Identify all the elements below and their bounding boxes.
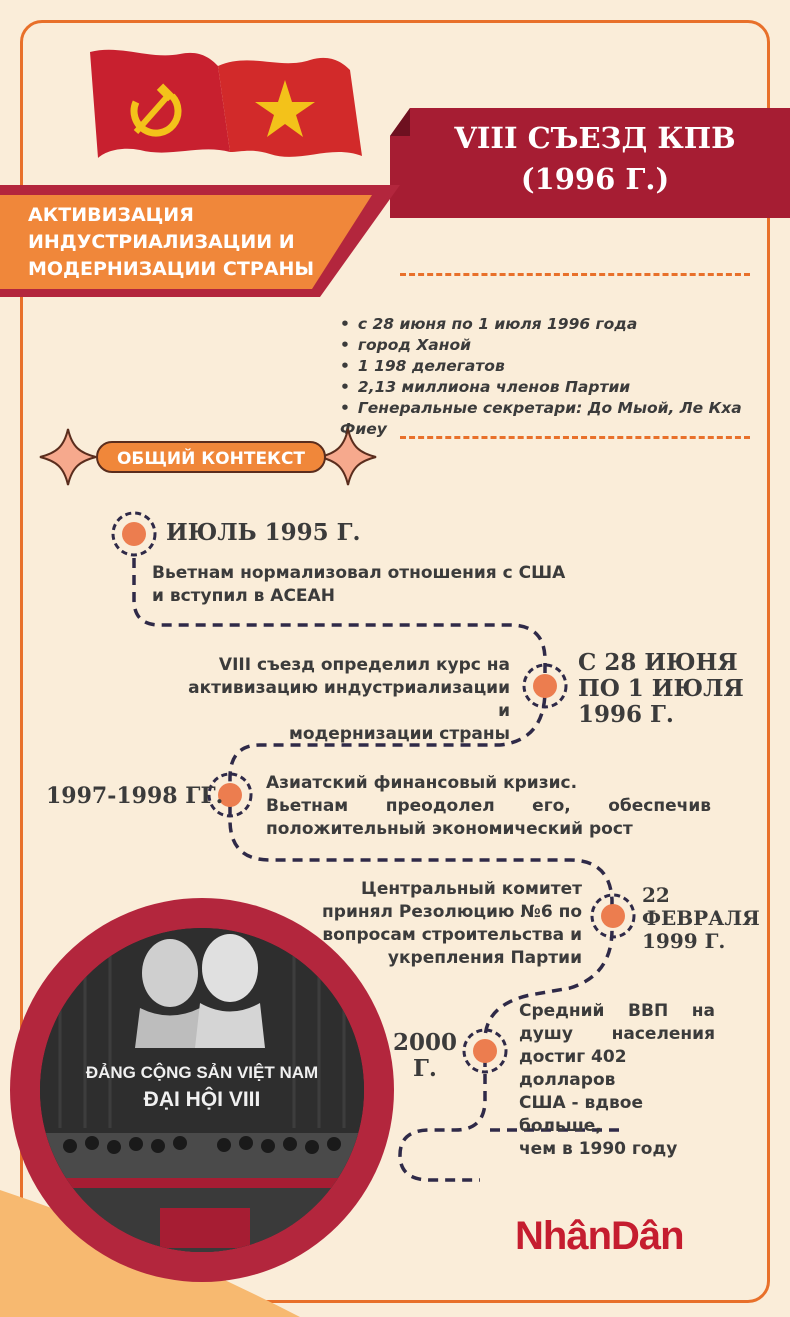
subtitle-line: ИНДУСТРИАЛИЗАЦИИ И [28, 231, 295, 253]
portrait-busts [135, 934, 265, 1048]
divider [400, 436, 750, 439]
subtitle-ribbon [0, 185, 400, 297]
hammer-sickle-icon [130, 83, 182, 137]
fact-item: Генеральные секретари: До Мыой, Ле Кха Ф… [340, 398, 790, 440]
event-description-line: чем в 1990 году [519, 1139, 678, 1159]
event-date-line: 2000 [392, 1029, 457, 1056]
event-description-line: модернизации страны [288, 724, 510, 744]
subtitle-line: АКТИВИЗАЦИЯ [28, 204, 194, 226]
event-description: Азиатский финансовый кризис. Вьетнам пре… [266, 772, 711, 841]
subtitle: АКТИВИЗАЦИЯ ИНДУСТРИАЛИЗАЦИИ И МОДЕРНИЗА… [28, 202, 368, 283]
event-description-line: укрепления Партии [387, 948, 582, 968]
event-date: 2000 Г. [392, 1030, 458, 1082]
title-line-1: VIII СЪЕЗД КПВ [454, 121, 736, 155]
congress-photo: ĐẢNG CỘNG SẢN VIỆT NAM ĐẠI HỘI VIII [40, 928, 364, 1252]
flags-illustration [90, 49, 362, 158]
timeline-dot [462, 1028, 508, 1074]
event-description-line: VIII съезд определил курс на [218, 655, 510, 675]
event-description: Вьетнам нормализовал отношения с США и в… [152, 562, 592, 608]
title-banner [390, 108, 790, 218]
event-description: Центральный комитет принял Резолюцию №6 … [300, 878, 582, 970]
event-description-line: Вьетнам преодолел его, обеспечив [266, 796, 711, 816]
divider [400, 273, 750, 276]
timeline-dot [522, 663, 568, 709]
event-description-line: США - вдвое больше, [519, 1093, 643, 1136]
title-line-2: (1996 Г.) [520, 162, 670, 196]
event-description-line: активизацию индустриализации и [188, 678, 510, 721]
event-date: 22 ФЕВРАЛЯ 1999 Г. [642, 884, 760, 953]
event-date-line: Г. [413, 1055, 437, 1082]
page-title: VIII СЪЕЗД КПВ (1996 Г.) [440, 118, 750, 200]
event-description-line: достиг 402 долларов [519, 1047, 627, 1090]
fact-item: с 28 июня по 1 июля 1996 года [340, 314, 790, 335]
timeline-dot [207, 772, 253, 818]
timeline-dot [590, 893, 636, 939]
page-frame [20, 20, 770, 1303]
facts-list: с 28 июня по 1 июля 1996 года город Хано… [340, 314, 790, 440]
event-date: 1997-1998 ГГ. [46, 783, 224, 809]
fact-item: 1 198 делегатов [340, 356, 790, 377]
event-description-line: душу населения [519, 1024, 715, 1044]
event-description-line: Вьетнам нормализовал отношения с США [152, 563, 566, 583]
timeline-dot [111, 511, 157, 557]
subtitle-line: МОДЕРНИЗАЦИИ СТРАНЫ [28, 258, 315, 280]
event-description-line: Азиатский финансовый кризис. [266, 773, 578, 793]
event-description: Средний ВВП на душу населения достиг 402… [519, 1000, 715, 1161]
event-description: VIII съезд определил курс на активизацию… [180, 654, 510, 746]
event-date-line: ФЕВРАЛЯ [642, 906, 760, 930]
event-date-line: 1999 Г. [642, 929, 726, 953]
event-date: С 28 ИЮНЯ ПО 1 ИЮЛЯ 1996 Г. [578, 650, 744, 728]
photo-banner-line-1: ĐẢNG CỘNG SẢN VIỆT NAM [86, 1063, 318, 1082]
event-date-line: 22 [642, 883, 670, 907]
congress-hall-image: ĐẢNG CỘNG SẢN VIỆT NAM ĐẠI HỘI VIII [40, 928, 364, 1252]
star-icon [255, 80, 315, 137]
fact-item: город Ханой [340, 335, 790, 356]
event-date-line: ПО 1 ИЮЛЯ [578, 675, 744, 702]
event-description-line: и вступил в АСЕАН [152, 586, 335, 606]
context-label: ОБЩИЙ КОНТЕКСТ [96, 441, 326, 473]
fact-item: 2,13 миллиона членов Партии [340, 377, 790, 398]
nhandan-logo: NhânDân [515, 1214, 685, 1258]
context-label-decoration [39, 428, 377, 486]
event-description-line: принял Резолюцию №6 по [322, 902, 582, 922]
event-date-line: С 28 ИЮНЯ [578, 649, 738, 676]
event-description-line: Центральный комитет [361, 879, 582, 899]
event-description-line: положительный экономический рост [266, 819, 633, 839]
event-description-line: вопросам строительства и [322, 925, 582, 945]
event-description-line: Средний ВВП на [519, 1001, 715, 1021]
event-date-line: 1996 Г. [578, 701, 674, 728]
photo-banner-line-2: ĐẠI HỘI VIII [144, 1087, 261, 1111]
event-date: ИЮЛЬ 1995 Г. [166, 519, 361, 546]
